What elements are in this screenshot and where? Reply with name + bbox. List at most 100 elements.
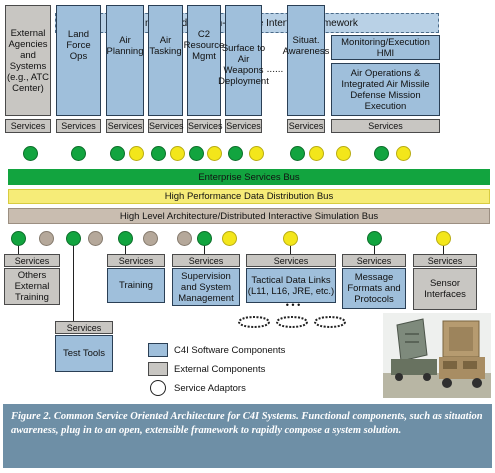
services-air-tasking: Services	[148, 119, 184, 133]
adaptor-tan	[177, 231, 192, 246]
component-tactical-data-links: Tactical Data Links (L11, L16, JRE, etc.…	[246, 268, 336, 303]
component-external-agencies: External Agencies and Systems (e.g., ATC…	[5, 5, 51, 116]
services-situat: Services	[287, 119, 325, 133]
component-training: Training	[107, 268, 165, 303]
component-label: Training	[119, 280, 153, 291]
adaptor-yellow	[436, 231, 451, 246]
component-supervision: Supervision and System Management	[172, 268, 240, 306]
connector-line	[374, 246, 375, 254]
adaptor-yellow	[222, 231, 237, 246]
adaptor-green	[290, 146, 305, 161]
component-label: Message Formats and Protocols	[347, 272, 401, 305]
component-air-planning: Air Planning	[106, 5, 144, 116]
component-label: Supervision and System Management	[178, 270, 234, 304]
connector-line	[73, 246, 74, 321]
legend-external-swatch	[148, 362, 168, 376]
adaptor-green	[11, 231, 26, 246]
component-sensor-interfaces: Sensor Interfaces	[413, 268, 477, 310]
component-surface-to-air: Surface to Air Weapons Deployment	[218, 5, 269, 116]
network-ring-icon	[238, 316, 346, 328]
adaptor-green	[189, 146, 204, 161]
bus-label: High Performance Data Distribution Bus	[164, 191, 334, 202]
services-land: Services	[56, 119, 101, 133]
component-air-tasking: Air Tasking	[148, 5, 183, 116]
adaptor-yellow	[249, 146, 264, 161]
component-label: Others External Training	[14, 270, 50, 303]
connector-line	[18, 246, 19, 254]
connector-line	[290, 246, 291, 254]
adaptor-green	[110, 146, 125, 161]
services-c2: Services	[187, 119, 223, 133]
services-message: Services	[342, 254, 406, 267]
component-situational-awareness: Situat. Awareness	[283, 5, 329, 116]
component-land-force-ops: Land Force Ops	[56, 5, 101, 116]
component-label: Surface to Air Weapons Deployment	[218, 42, 269, 87]
component-monitoring-hmi: Monitoring/Execution HMI	[331, 35, 440, 60]
component-label: Air Operations & Integrated Air Missile …	[341, 67, 430, 112]
component-label: Tactical Data Links (L11, L16, JRE, etc.…	[247, 274, 335, 297]
adaptor-yellow	[207, 146, 222, 161]
hla-dis-bus: High Level Architecture/Distributed Inte…	[8, 208, 490, 224]
adaptor-green	[66, 231, 81, 246]
services-test-tools: Services	[55, 321, 113, 334]
adaptor-yellow	[396, 146, 411, 161]
figure-caption: Figure 2. Common Service Oriented Archit…	[3, 404, 492, 468]
adaptor-green	[367, 231, 382, 246]
services-airops: Services	[331, 119, 440, 133]
component-label: C2 Resource Mgmt	[183, 29, 225, 62]
component-label: Sensor Interfaces	[424, 278, 466, 300]
legend-external-label: External Components	[174, 364, 266, 375]
legend-adaptors-label: Service Adaptors	[174, 383, 246, 394]
adaptor-green	[118, 231, 133, 246]
connector-line	[204, 246, 205, 254]
ellipsis-top: ......	[266, 64, 284, 75]
component-label: External Agencies and Systems (e.g., ATC…	[6, 27, 50, 94]
services-training: Services	[107, 254, 165, 267]
adaptor-green	[228, 146, 243, 161]
component-label: Air Planning	[106, 34, 144, 57]
sensor-radar-photo	[383, 313, 491, 398]
high-performance-data-bus: High Performance Data Distribution Bus	[8, 189, 490, 204]
component-c2-resource-mgmt: C2 Resource Mgmt	[184, 5, 224, 116]
legend-adaptor-circle-icon	[150, 380, 166, 396]
component-test-tools: Test Tools	[55, 335, 113, 372]
adaptor-yellow	[336, 146, 351, 161]
adaptor-green	[151, 146, 166, 161]
adaptor-green	[23, 146, 38, 161]
data-link-network-icon	[238, 316, 346, 328]
adaptor-tan	[143, 231, 158, 246]
connector-line	[443, 246, 444, 254]
adaptor-yellow	[129, 146, 144, 161]
bus-label: High Level Architecture/Distributed Inte…	[119, 210, 379, 222]
services-external: Services	[5, 119, 51, 133]
component-label: Air Tasking	[149, 34, 182, 57]
component-label: Monitoring/Execution HMI	[341, 36, 430, 59]
component-label: Test Tools	[62, 348, 106, 359]
adaptor-yellow	[309, 146, 324, 161]
adaptor-green	[197, 231, 212, 246]
legend-c4i-swatch	[148, 343, 168, 357]
services-sensor: Services	[413, 254, 477, 267]
radar-vehicle-left-icon	[391, 318, 437, 381]
component-air-operations: Air Operations & Integrated Air Missile …	[331, 63, 440, 116]
enterprise-services-bus: Enterprise Services Bus	[8, 169, 490, 185]
bus-label: Enterprise Services Bus	[198, 171, 300, 183]
component-label: Situat. Awareness	[282, 34, 330, 57]
radar-vehicle-right-icon	[439, 320, 485, 388]
component-label: Land Force Ops	[66, 29, 91, 62]
adaptor-tan	[88, 231, 103, 246]
services-supervision: Services	[172, 254, 240, 267]
adaptor-tan	[39, 231, 54, 246]
ellipsis-bottom: • • •	[285, 300, 301, 310]
adaptor-green	[71, 146, 86, 161]
services-tactical: Services	[246, 254, 336, 267]
services-surface: Services	[225, 119, 262, 133]
component-message-formats: Message Formats and Protocols	[342, 268, 406, 309]
services-others: Services	[4, 254, 60, 267]
component-others-external-training: Others External Training	[4, 268, 60, 305]
adaptor-yellow	[283, 231, 298, 246]
adaptor-green	[374, 146, 389, 161]
adaptor-yellow	[170, 146, 185, 161]
connector-line	[125, 246, 126, 254]
services-air-planning: Services	[106, 119, 144, 133]
